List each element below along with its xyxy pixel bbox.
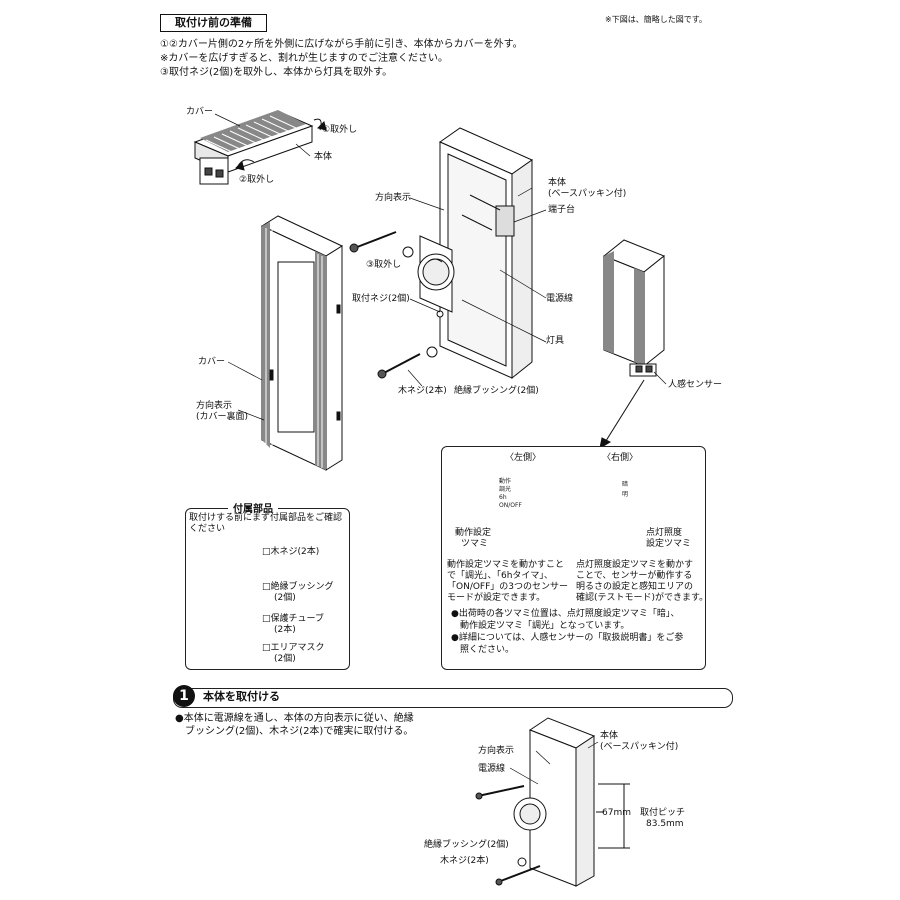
accessory-item: □保護チューブ (2本)	[262, 614, 324, 636]
label-wood-screw: 木ネジ(2本)	[398, 386, 447, 396]
note-line: 照ください。	[451, 645, 515, 655]
step1-number: 1	[173, 685, 195, 707]
accessory-item: □絶縁ブッシング (2個)	[262, 582, 334, 604]
item-line: □エリアマスク	[262, 643, 325, 653]
note-line: 動作設定ツマミ「調光」となっています。	[451, 621, 630, 631]
sensor-panel-left: 動作 調光 6h ON/OFF	[499, 478, 522, 510]
instruction-line: ●本体に電源線を通し、本体の方向表示に従い、絶縁	[175, 713, 414, 724]
cover-drawing	[260, 215, 344, 471]
sensor-right-description: 点灯照度設定ツマミを動かす ことで、センサーが動作する 明るさの設定と感知エリア…	[576, 560, 708, 604]
label-terminal: 端子台	[548, 205, 576, 215]
item-line: (2本)	[274, 625, 296, 635]
label-line: 本体	[600, 731, 619, 741]
label-bushing: 絶縁ブッシング(2個)	[454, 386, 539, 396]
note-line: ●詳細については、人感センサーの「取扱説明書」をご参	[451, 633, 684, 643]
desc-line: モードが設定できます。	[447, 593, 546, 603]
label-line: 設定ツマミ	[646, 539, 692, 549]
panel-mark: 動作	[499, 478, 512, 485]
body-drawing	[349, 127, 534, 380]
label-body: 本体	[314, 152, 333, 162]
step1-label-bushing: 絶縁ブッシング(2個)	[424, 840, 509, 850]
sensor-notes: ●出荷時の各ツマミ位置は、点灯照度設定ツマミ「暗」、 動作設定ツマミ「調光」とな…	[451, 608, 683, 656]
item-line: (2個)	[274, 654, 296, 664]
label-line: 本体	[548, 178, 567, 188]
label-body-packing: 本体 (ベースパッキン付)	[548, 178, 626, 200]
label-remove-3: ③取外し	[366, 260, 402, 270]
intro-text: ①②カバー片側の2ヶ所を外側に広げながら手前に引き、本体からカバーを外す。 ※カ…	[160, 38, 523, 80]
simplified-note: ※下図は、簡略した図です。	[605, 15, 707, 24]
label-fixture: 灯具	[546, 336, 565, 346]
desc-line: ことで、センサーが動作する	[576, 571, 693, 581]
label-line: (ベースパッキン付)	[548, 189, 627, 199]
sensor-left-heading: 〈左側〉	[505, 453, 542, 463]
instruction-line: ブッシング(2個)、木ネジ(2本)で確実に取付ける。	[175, 726, 414, 737]
sensor-unit-drawing	[599, 239, 665, 450]
label-line: 動作設定	[455, 528, 492, 538]
sensor-panel-right: 暗 明	[622, 480, 628, 500]
step1-dim-67: 67mm	[602, 808, 631, 818]
step1-title: 本体を取付ける	[203, 690, 280, 703]
leader-lines	[214, 113, 667, 785]
accessory-item: □エリアマスク (2個)	[262, 643, 325, 665]
step1-label-power-line: 電源線	[478, 764, 506, 774]
item-line: □絶縁ブッシング	[262, 582, 334, 592]
panel-mark: 調光	[499, 486, 512, 493]
intro-line: ③取付ネジ(2個)を取外し、本体から灯具を取外す。	[160, 67, 393, 78]
panel-mark: 6h	[499, 494, 507, 501]
label-line: 方向表示	[196, 401, 233, 411]
label-line: (カバー裏面)	[196, 412, 249, 422]
panel-mark: 明	[622, 491, 629, 498]
intro-line: ①②カバー片側の2ヶ所を外側に広げながら手前に引き、本体からカバーを外す。	[160, 39, 523, 50]
desc-line: 動作設定ツマミを動かすこと	[447, 560, 565, 570]
desc-line: 確認(テストモード)ができます。	[576, 593, 709, 603]
sensor-right-heading: 〈右側〉	[602, 453, 639, 463]
step1-instructions: ●本体に電源線を通し、本体の方向表示に従い、絶縁 ブッシング(2個)、木ネジ(2…	[175, 712, 414, 738]
panel-mark: ON/OFF	[499, 502, 522, 509]
item-line: (2個)	[274, 593, 296, 603]
label-brightness-knob: 点灯照度 設定ツマミ	[646, 528, 691, 550]
desc-line: 明るさの設定と感知エリアの	[576, 582, 694, 592]
item-line: □木ネジ(2本)	[262, 547, 320, 557]
accessory-item: □木ネジ(2本)	[262, 547, 319, 558]
sensor-left-description: 動作設定ツマミを動かすこと で「調光」、「6hタイマ」、 「ON/OFF」の3つ…	[447, 560, 568, 604]
label-line: ツマミ	[461, 539, 489, 549]
label-power-line: 電源線	[546, 294, 574, 304]
label-sensor: 人感センサー	[668, 380, 723, 390]
label-direction-cover: 方向表示 (カバー裏面)	[196, 401, 248, 423]
note-line: ●出荷時の各ツマミ位置は、点灯照度設定ツマミ「暗」、	[451, 609, 680, 619]
label-cover-tall: カバー	[198, 357, 226, 367]
label-direction: 方向表示	[375, 193, 412, 203]
intro-line: ※カバーを広げすぎると、割れが生じますのでご注意ください。	[160, 53, 448, 64]
intro-line: 取付けする前にまず付属部品をご確認	[189, 513, 343, 523]
desc-line: 「ON/OFF」の3つのセンサー	[447, 582, 569, 592]
label-line: 取付ピッチ	[640, 808, 686, 818]
accessories-title: 付属部品	[228, 500, 278, 515]
step1-label-direction: 方向表示	[478, 746, 515, 756]
panel-mark: 暗	[622, 481, 629, 488]
label-mount-screw: 取付ネジ(2個)	[352, 294, 410, 304]
step1-pitch-label: 取付ピッチ 83.5mm	[640, 808, 685, 830]
label-line: (ベースパッキン付)	[600, 742, 679, 752]
label-remove-1: ①取外し	[322, 125, 358, 135]
section-title: 取付け前の準備	[160, 14, 267, 32]
cover-removal-drawing	[193, 110, 327, 185]
item-line: □保護チューブ	[262, 614, 324, 624]
step1-label-wood-screw: 木ネジ(2本)	[440, 856, 489, 866]
label-operation-knob: 動作設定 ツマミ	[455, 528, 491, 550]
step1-body-drawing	[475, 717, 630, 887]
label-line: 点灯照度	[646, 528, 683, 538]
intro-line: ください	[189, 524, 226, 534]
label-remove-2: ②取外し	[239, 175, 275, 185]
desc-line: 点灯照度設定ツマミを動かす	[576, 560, 694, 570]
label-line: 83.5mm	[646, 819, 684, 829]
desc-line: で「調光」、「6hタイマ」、	[447, 571, 553, 581]
step1-label-body: 本体 (ベースパッキン付)	[600, 731, 678, 753]
sensor-settings-box	[441, 446, 706, 670]
label-cover: カバー	[186, 107, 214, 117]
accessories-intro: 取付けする前にまず付属部品をご確認 ください	[189, 513, 342, 535]
